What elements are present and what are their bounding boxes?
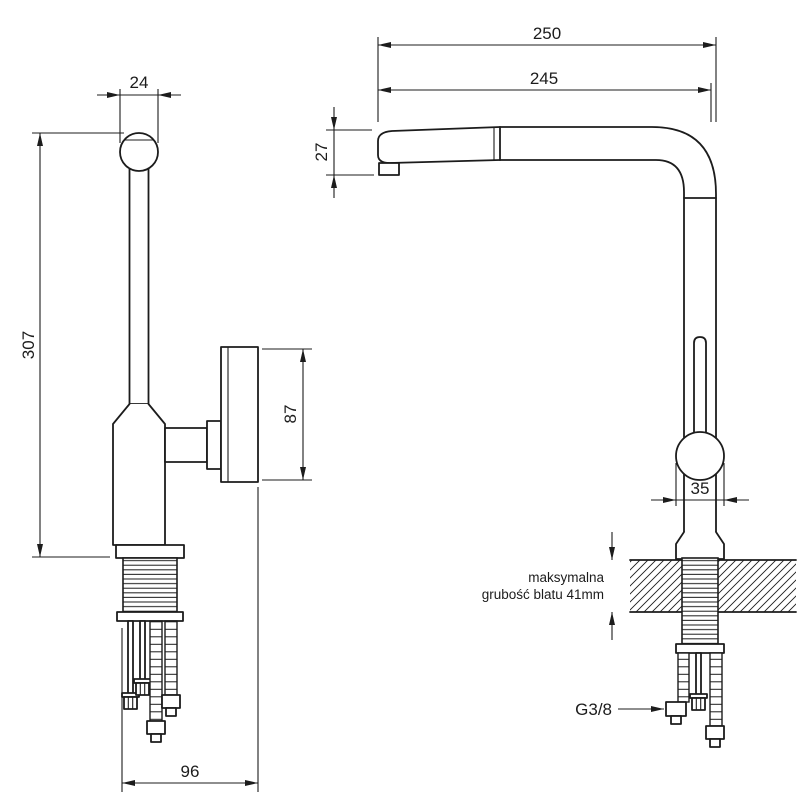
- dim-total-reach-250: 250: [377, 24, 717, 122]
- side-hose-fitting-2: [705, 725, 725, 740]
- front-under-counter-hardware: [116, 557, 184, 743]
- side-hose-nipple-1: [670, 715, 682, 725]
- dim-total-height-307: 307: [19, 132, 124, 558]
- front-nut-1: [123, 696, 138, 710]
- front-hose-fitting-1: [146, 720, 166, 735]
- front-supply-hose-1: [149, 620, 163, 722]
- front-spout-head: [119, 132, 159, 172]
- thread-size-callout: G3/8: [575, 700, 664, 719]
- side-pullout-spout: [377, 126, 501, 164]
- dim-250-label: 250: [533, 24, 561, 43]
- front-dimensions: 24 307 87 96: [19, 73, 312, 792]
- front-mounting-stud-2: [139, 620, 146, 684]
- side-arm-and-riser: [499, 126, 717, 546]
- front-body-cone: [112, 403, 166, 546]
- side-faucet-body: [377, 126, 725, 560]
- dim-307-label: 307: [19, 331, 38, 359]
- side-handle-lever: [693, 336, 707, 435]
- side-supply-hose-1: [677, 652, 690, 703]
- side-base-flare: [675, 531, 725, 560]
- dim-body-diameter-35: 35: [651, 463, 749, 506]
- side-under-counter-hardware: [665, 557, 725, 748]
- side-mounting-stud: [695, 652, 702, 699]
- dim-spout-height-27: 27: [312, 107, 374, 198]
- side-nut: [691, 697, 706, 711]
- side-hose-nipple-2: [709, 738, 721, 748]
- dim-handle-height-87: 87: [262, 348, 312, 481]
- dim-spout-head-24: 24: [97, 73, 181, 143]
- dim-35-label: 35: [691, 479, 710, 498]
- countertop-note-line1: maksymalna: [528, 570, 604, 585]
- front-nut-2: [135, 682, 150, 696]
- front-supply-hose-2: [164, 620, 178, 696]
- front-handle-collar: [206, 420, 222, 470]
- front-handle-plate: [220, 346, 259, 483]
- side-dimensions: 250 245 27: [312, 24, 749, 719]
- dim-24-label: 24: [130, 73, 149, 92]
- side-view: 250 245 27: [312, 24, 797, 748]
- thread-size-label: G3/8: [575, 700, 612, 719]
- dim-spout-reach-245: 245: [378, 69, 712, 122]
- dim-27-label: 27: [312, 143, 331, 162]
- front-faucet-body: [112, 132, 259, 559]
- front-handle-stem: [164, 427, 208, 463]
- front-mounting-flange: [116, 611, 184, 622]
- side-mounting-flange: [675, 643, 725, 654]
- countertop-note-line2: grubość blatu 41mm: [482, 587, 604, 602]
- countertop-thickness-note: maksymalna grubość blatu 41mm: [482, 532, 615, 640]
- side-hose-fitting-g38: [665, 701, 687, 717]
- side-aerator: [378, 162, 400, 176]
- front-hose-nipple-2: [165, 707, 177, 717]
- front-base-plate: [115, 544, 185, 559]
- front-hose-nipple-1: [150, 733, 162, 743]
- dim-87-label: 87: [281, 405, 300, 424]
- front-mounting-stud-1: [127, 620, 134, 698]
- front-view: 24 307 87 96: [19, 73, 312, 792]
- front-threaded-shank: [122, 557, 178, 613]
- front-hose-fitting-2: [161, 694, 181, 709]
- side-supply-hose-2: [709, 652, 723, 727]
- dim-under-counter-96: 96: [121, 487, 259, 792]
- dim-96-label: 96: [181, 762, 200, 781]
- dim-245-label: 245: [530, 69, 558, 88]
- side-handle-ball: [675, 431, 725, 481]
- front-riser-pipe: [128, 159, 150, 405]
- side-threaded-shank: [681, 557, 719, 645]
